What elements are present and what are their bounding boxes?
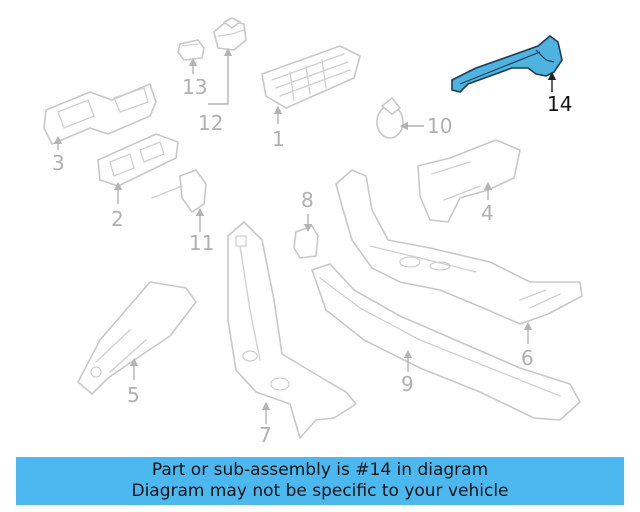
callout-11-label: 11: [189, 231, 214, 255]
part-6-floor-duct[interactable]: [335, 169, 583, 325]
callout-10-label: 10: [427, 114, 452, 138]
callout-9-label: 9: [401, 372, 414, 396]
callout-11: 11: [189, 207, 214, 255]
callout-1-label: 1: [272, 127, 285, 151]
part-3-dual-vent[interactable]: [43, 83, 157, 145]
part-5-duct[interactable]: [77, 281, 197, 395]
callout-13: 13: [182, 57, 207, 99]
callout-7: 7: [259, 401, 272, 447]
callout-8: 8: [301, 188, 314, 233]
part-1-duct-grille[interactable]: [261, 45, 361, 109]
callout-13-label: 13: [182, 75, 207, 99]
banner-line-2: Diagram may not be specific to your vehi…: [131, 481, 509, 501]
callout-7-label: 7: [259, 423, 272, 447]
callout-12-label: 12: [198, 111, 223, 135]
banner-line-1: Part or sub-assembly is #14 in diagram: [151, 460, 489, 480]
part-2-vent[interactable]: [97, 133, 179, 187]
callout-2: 2: [111, 181, 124, 231]
callout-1: 1: [272, 105, 285, 151]
callout-4-label: 4: [481, 201, 494, 225]
callout-8-label: 8: [301, 188, 314, 212]
callout-5-label: 5: [127, 383, 140, 407]
info-banner: Part or sub-assembly is #14 in diagram D…: [16, 457, 624, 505]
callout-14: 14: [547, 71, 572, 116]
callout-5: 5: [127, 357, 140, 407]
callout-6-label: 6: [521, 346, 534, 370]
callout-2-label: 2: [111, 207, 124, 231]
parts-diagram: 13 12 1 3 2 11 10 4 8 6 5 9: [43, 17, 583, 447]
part-9-long-duct[interactable]: [311, 263, 581, 421]
callout-3-label: 3: [52, 151, 65, 175]
part-4-bracket[interactable]: [417, 139, 521, 223]
callout-9: 9: [401, 349, 414, 396]
part-10-bulb[interactable]: [376, 97, 404, 139]
callout-3: 3: [52, 135, 65, 175]
part-11-sensor[interactable]: [151, 169, 207, 213]
part-12-connector[interactable]: [213, 17, 247, 51]
part-13-clip[interactable]: [177, 39, 205, 61]
callout-12: 12: [198, 47, 233, 135]
part-8-block[interactable]: [293, 225, 319, 259]
part-7-side-duct[interactable]: [227, 221, 357, 439]
callout-14-label: 14: [547, 92, 572, 116]
callout-10: 10: [399, 114, 452, 138]
callout-4: 4: [481, 181, 494, 225]
callout-6: 6: [521, 321, 534, 370]
part-14-highlighted-duct[interactable]: [451, 35, 563, 93]
